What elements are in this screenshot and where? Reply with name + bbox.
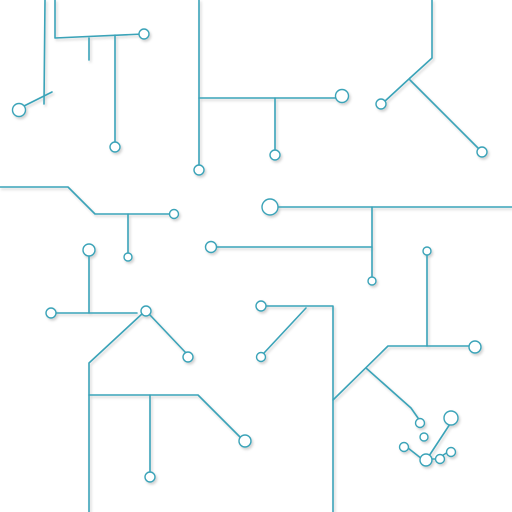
circuit-trace bbox=[88, 312, 144, 512]
connection-pad bbox=[168, 208, 180, 220]
connection-pad bbox=[334, 88, 350, 104]
connection-pad bbox=[419, 453, 433, 467]
connection-pad bbox=[375, 98, 387, 110]
circuit-trace bbox=[263, 307, 307, 354]
connection-pad bbox=[144, 471, 156, 483]
circuit-trace bbox=[365, 367, 419, 419]
connection-pad bbox=[445, 446, 457, 458]
connection-pad bbox=[419, 432, 429, 442]
connection-pad bbox=[193, 164, 205, 176]
circuit-trace bbox=[409, 0, 433, 79]
connection-pad bbox=[255, 300, 267, 312]
connection-pad bbox=[434, 453, 446, 465]
circuit-trace bbox=[265, 305, 334, 512]
connection-pad bbox=[204, 240, 218, 254]
circuit-trace bbox=[54, 0, 144, 39]
connection-pad bbox=[255, 351, 267, 363]
connection-pad bbox=[238, 434, 252, 448]
connection-pad bbox=[45, 307, 57, 319]
connection-pad bbox=[261, 198, 279, 216]
connection-pad bbox=[476, 146, 488, 158]
connection-pad bbox=[123, 252, 133, 262]
connection-pad bbox=[443, 410, 459, 426]
connection-pad bbox=[398, 441, 410, 453]
connection-pad bbox=[367, 276, 377, 286]
connection-pad bbox=[138, 28, 150, 40]
circuit-trace bbox=[23, 91, 53, 107]
connection-pad bbox=[414, 417, 426, 429]
circuit-trace bbox=[332, 345, 471, 401]
circuit-trace bbox=[409, 79, 479, 149]
connection-pad bbox=[82, 243, 96, 257]
connection-pad bbox=[468, 340, 482, 354]
circuit-trace bbox=[149, 314, 187, 354]
connection-pad bbox=[269, 149, 281, 161]
circuit-trace bbox=[43, 0, 46, 105]
circuit-trace bbox=[0, 186, 171, 215]
connection-pad bbox=[422, 246, 432, 256]
circuit-trace bbox=[88, 394, 243, 440]
connection-pad bbox=[182, 351, 194, 363]
connection-pad bbox=[140, 305, 152, 317]
circuit-trace bbox=[383, 77, 411, 103]
connection-pad bbox=[11, 102, 27, 118]
circuit-trace bbox=[426, 423, 451, 460]
connection-pad bbox=[109, 141, 121, 153]
